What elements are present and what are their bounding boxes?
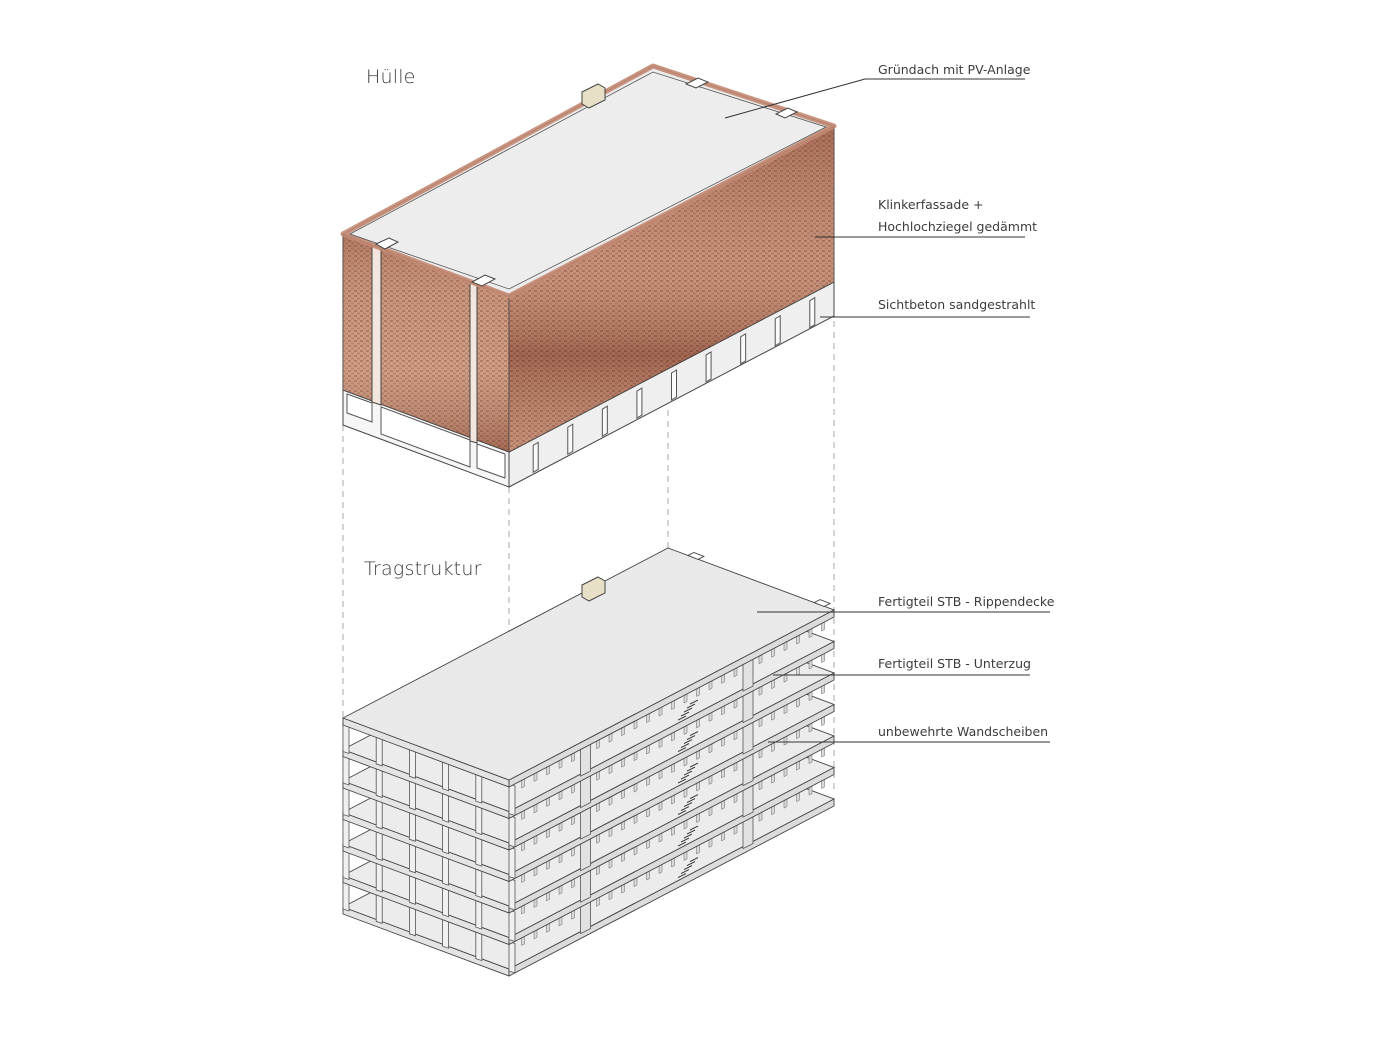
envelope-building	[340, 63, 837, 488]
stair-step	[689, 731, 699, 737]
structure-building	[341, 547, 836, 977]
label-walls: unbewehrte Wandscheiben	[878, 724, 1049, 739]
brick-front-shading	[343, 234, 509, 452]
stair-step	[680, 806, 690, 812]
base-window	[532, 441, 539, 474]
label-base: Sichtbeton sandgestrahlt	[878, 297, 1036, 312]
stair-step	[686, 861, 696, 867]
stair-step	[689, 825, 699, 831]
front-column	[508, 814, 516, 848]
stair-step	[689, 794, 699, 800]
base-window	[774, 314, 781, 347]
stair-step	[683, 833, 693, 839]
stair-step	[680, 869, 690, 875]
stair-step	[677, 747, 687, 753]
stair-step	[686, 735, 696, 741]
base-windows-side	[532, 296, 816, 474]
leader-lines	[724, 78, 1050, 743]
floor-level	[341, 547, 836, 817]
stair-step	[677, 810, 687, 816]
roof-parapet	[340, 63, 837, 299]
stair-step	[677, 841, 687, 847]
slab-notch	[686, 551, 706, 560]
base-window	[705, 351, 712, 383]
roof-notches	[374, 77, 799, 287]
front-column	[508, 940, 516, 974]
base-window	[671, 369, 677, 401]
brick-side-shading	[509, 126, 834, 452]
stair-step	[683, 739, 693, 745]
label-facade-line1: Klinkerfassade +	[878, 197, 984, 212]
base-window	[636, 387, 643, 419]
front-column	[508, 846, 516, 880]
slab-top	[341, 547, 836, 781]
stair-step	[680, 837, 690, 843]
roof-hatch-structure	[581, 576, 606, 602]
front-column	[508, 783, 516, 817]
stair-step	[683, 865, 693, 871]
label-roof: Gründach mit PV-Anlage	[878, 62, 1031, 77]
stair-step	[683, 770, 693, 776]
base-window	[601, 405, 608, 438]
roof-hatch	[581, 83, 606, 109]
base-window	[567, 423, 574, 456]
stair-step	[686, 703, 696, 709]
stair-step	[680, 711, 690, 717]
stair-step	[686, 766, 696, 772]
stair-step	[686, 798, 696, 804]
base-window	[809, 296, 816, 329]
stair-step	[677, 715, 687, 721]
heading-envelope: Hülle	[366, 66, 416, 88]
stair-step	[677, 873, 687, 879]
heading-structure: Tragstruktur	[364, 558, 482, 580]
label-facade-line2: Hochlochziegel gedämmt	[878, 219, 1038, 234]
stair-step	[686, 829, 696, 835]
facade-recesses	[371, 244, 478, 444]
stair-step	[683, 707, 693, 713]
stair-step	[680, 774, 690, 780]
stair-step	[683, 802, 693, 808]
base-windows-front	[346, 393, 506, 479]
front-column	[508, 909, 516, 943]
stair-step	[680, 743, 690, 749]
base-window	[740, 332, 747, 365]
stair-step	[689, 857, 699, 863]
label-slab: Fertigteil STB - Rippendecke	[878, 594, 1055, 609]
stair-step	[689, 762, 699, 768]
leader-roof	[724, 78, 1025, 119]
roof-inner	[349, 71, 828, 290]
stair-step	[677, 778, 687, 784]
front-column	[508, 877, 516, 911]
slab-notch	[812, 599, 832, 608]
label-beam: Fertigteil STB - Unterzug	[878, 656, 1031, 671]
stair-step	[689, 699, 699, 705]
